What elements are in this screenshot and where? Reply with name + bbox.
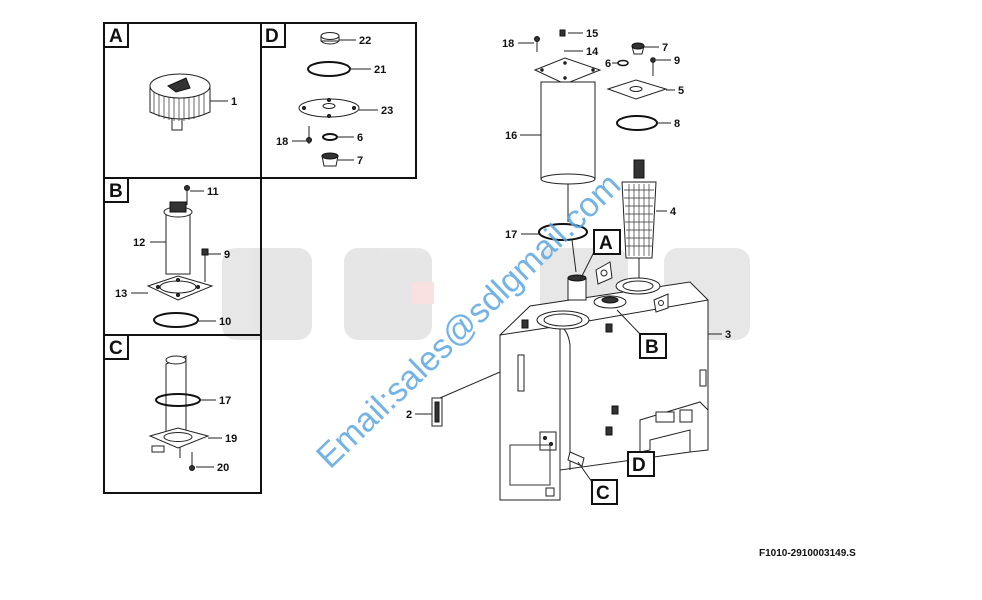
callout-15: 15: [586, 28, 598, 40]
callout-18: 18: [502, 38, 514, 50]
callout-9: 9: [674, 55, 680, 67]
callout-2: 2: [406, 409, 412, 421]
callout-10: 10: [219, 316, 231, 328]
callout-12: 12: [133, 237, 145, 249]
callout-20: 20: [217, 462, 229, 474]
filler-cap: [149, 73, 211, 131]
panel-d: D 22 21 23 18 6 7: [260, 22, 417, 179]
callout-16: 16: [505, 130, 517, 142]
callout-1: 1: [231, 96, 237, 108]
callout-7-d: 7: [357, 155, 363, 167]
callout-18-d: 18: [276, 136, 288, 148]
panel-a-label: A: [109, 26, 123, 47]
callout-7: 7: [662, 42, 668, 54]
callout-17-c: 17: [219, 395, 231, 407]
panel-a: A 1: [103, 22, 262, 179]
tag-c: C: [596, 483, 610, 504]
callout-8: 8: [674, 118, 680, 130]
callout-14: 14: [586, 46, 599, 58]
callout-3: 3: [725, 329, 731, 341]
tag-b: B: [645, 337, 659, 358]
panel-b: B 11 12 9 13 10: [103, 177, 262, 336]
tag-a: A: [599, 233, 613, 254]
panel-b-label: B: [109, 181, 123, 202]
panel-c-label: C: [109, 338, 123, 359]
panel-c: C 17 19 20: [103, 334, 262, 494]
callout-6-d: 6: [357, 132, 363, 144]
callout-6: 6: [605, 58, 611, 70]
callout-22: 22: [359, 35, 371, 47]
callout-19: 19: [225, 433, 237, 445]
callout-9-b: 9: [224, 249, 230, 261]
callout-23: 23: [381, 105, 393, 117]
panel-d-label: D: [265, 26, 279, 47]
callout-4: 4: [670, 206, 677, 218]
callout-21: 21: [374, 64, 386, 76]
callout-11: 11: [207, 186, 219, 198]
callout-13: 13: [115, 288, 127, 300]
main-assembly: 18 15 14 16 17 7 6 9: [406, 28, 731, 505]
callout-17: 17: [505, 229, 517, 241]
figure-code: F1010-2910003149.S: [759, 548, 856, 559]
tag-d: D: [632, 455, 646, 476]
callout-5: 5: [678, 85, 684, 97]
